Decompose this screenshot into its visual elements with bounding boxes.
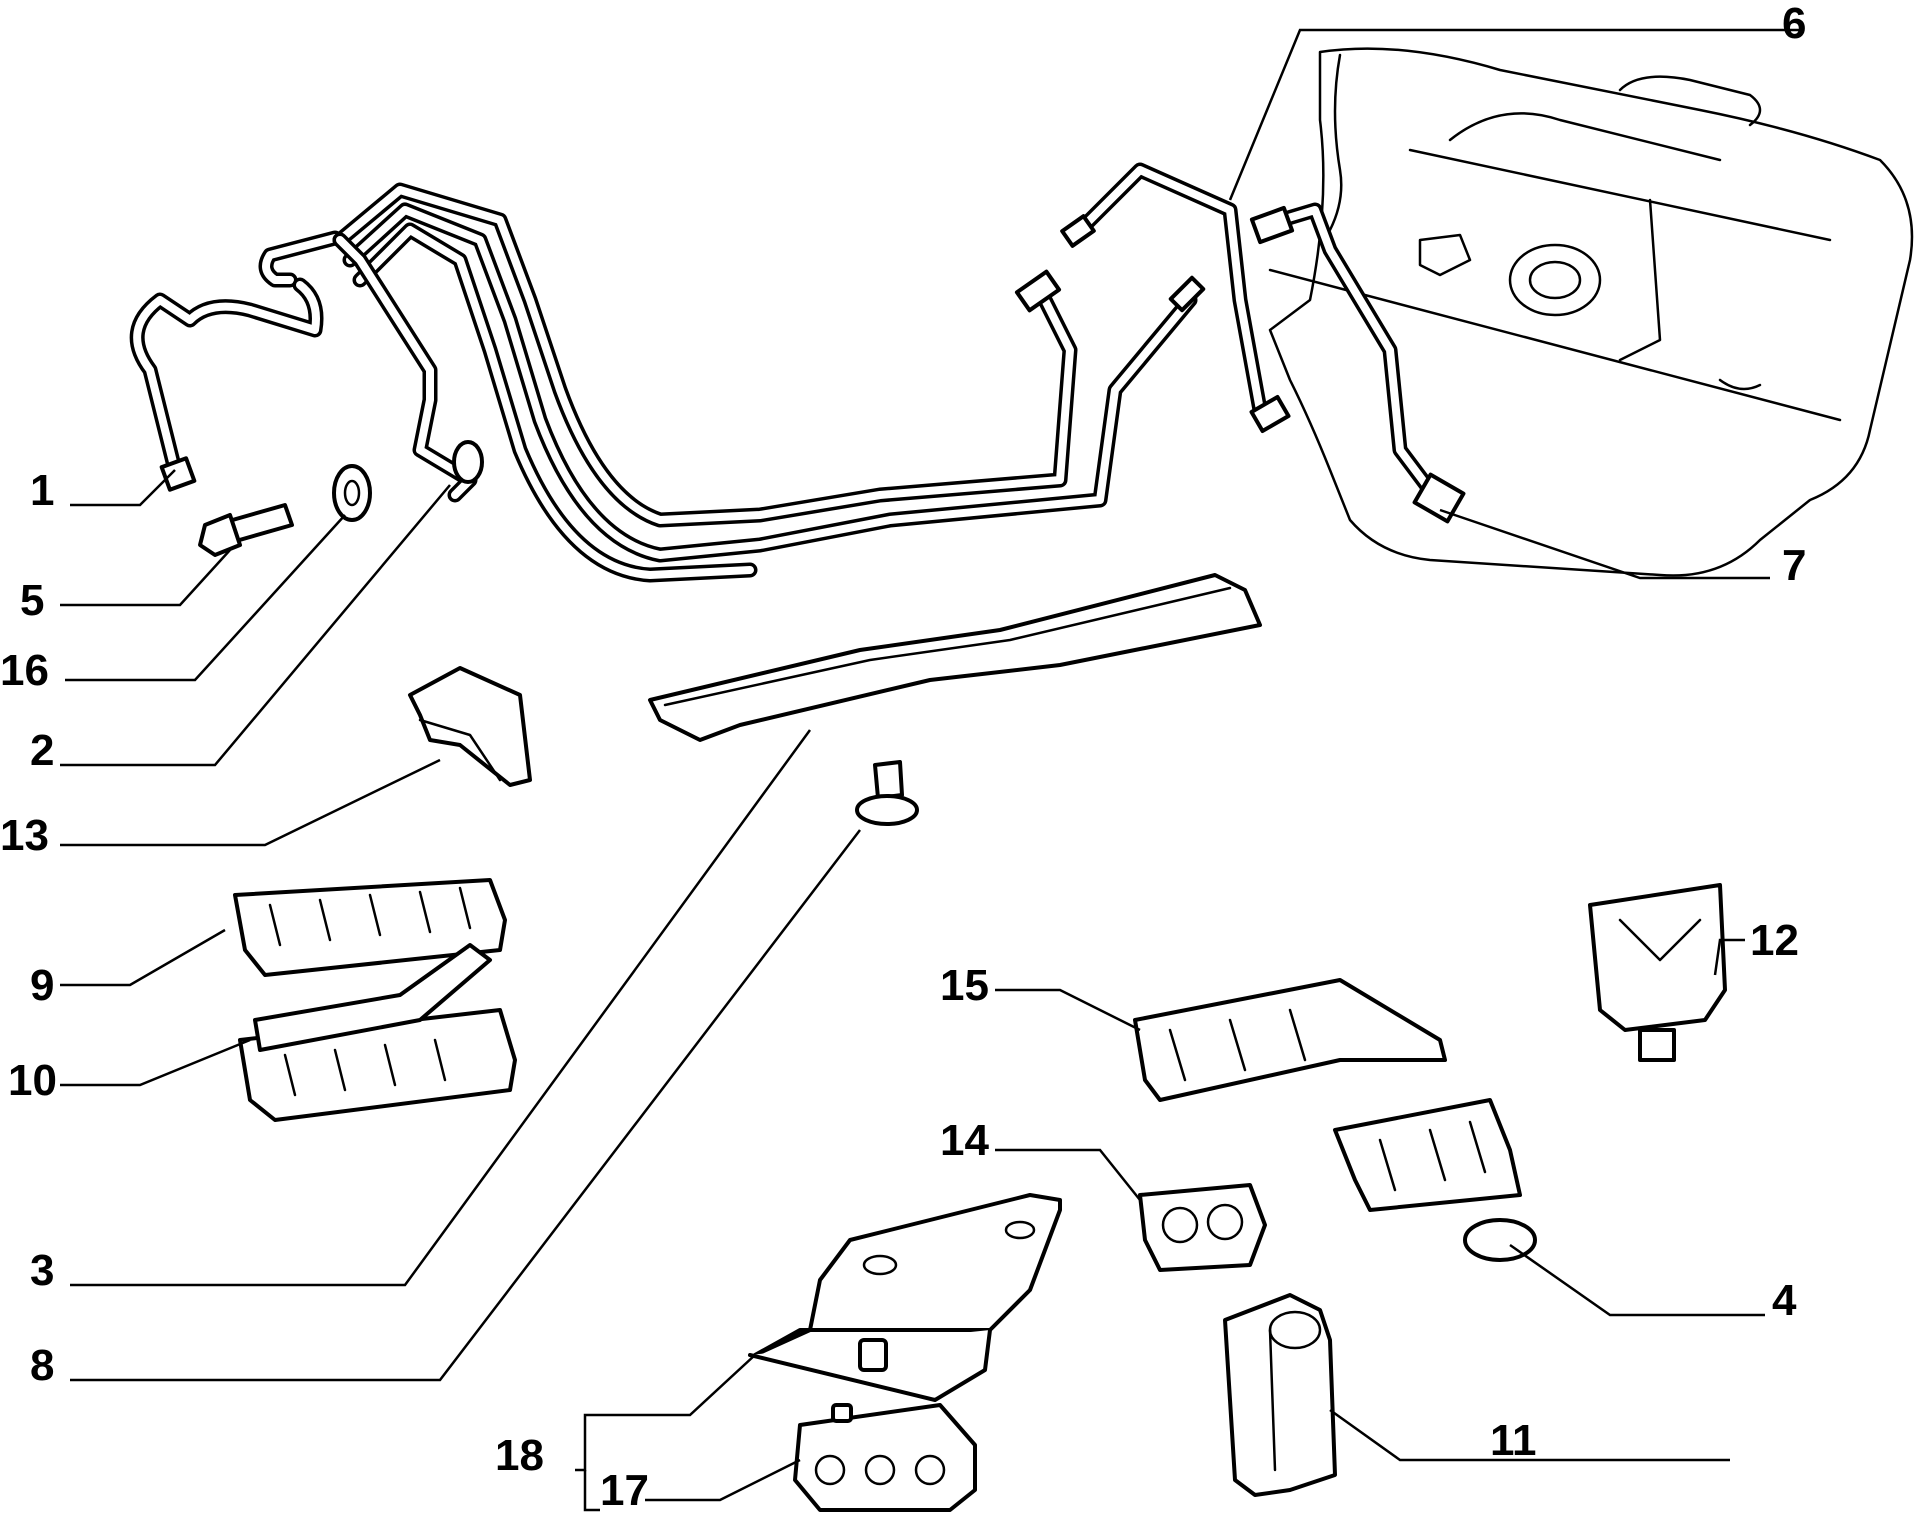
single-pipe-clip-post [1588, 883, 1727, 1062]
pipe-clip-block-hooked [238, 943, 517, 1122]
callout-8: 8 [30, 1341, 54, 1390]
callout-12: 12 [1750, 916, 1799, 965]
callout-17: 17 [600, 1466, 649, 1515]
callout-6: 6 [1782, 0, 1806, 48]
callout-5: 5 [20, 576, 44, 625]
callout-3: 3 [30, 1246, 54, 1295]
callout-2: 2 [30, 726, 54, 775]
callout-9: 9 [30, 961, 54, 1010]
pipe-clip-with-plug [1333, 1098, 1537, 1262]
mounting-bracket-plate [748, 1193, 1062, 1402]
callout-10: 10 [8, 1056, 57, 1105]
bolt [198, 503, 294, 557]
callout-1: 1 [30, 466, 54, 515]
fuel-pipe-bundle [129, 162, 1466, 583]
leader-lines [60, 28, 1800, 1512]
callout-18: 18 [495, 1431, 544, 1480]
triple-pipe-clip [793, 1403, 977, 1512]
washer [332, 464, 372, 522]
callout-16: 16 [0, 646, 49, 695]
pipe-clamp [1223, 1293, 1337, 1497]
callout-7: 7 [1782, 541, 1806, 590]
pipe-clip-block-large [233, 878, 507, 977]
callout-13: 13 [0, 811, 49, 860]
callout-11: 11 [1490, 1416, 1537, 1465]
pipe-bracket [408, 666, 532, 787]
double-pipe-clip [1138, 1183, 1267, 1272]
callout-labels: 1 5 16 2 13 9 10 3 8 6 7 12 15 14 4 11 1… [0, 0, 1806, 1515]
callout-14: 14 [940, 1116, 989, 1165]
pipe-clip-tailed [1133, 978, 1447, 1102]
support-bar [648, 573, 1262, 742]
grommet [855, 760, 919, 826]
callout-4: 4 [1772, 1276, 1797, 1325]
callout-15: 15 [940, 961, 989, 1010]
